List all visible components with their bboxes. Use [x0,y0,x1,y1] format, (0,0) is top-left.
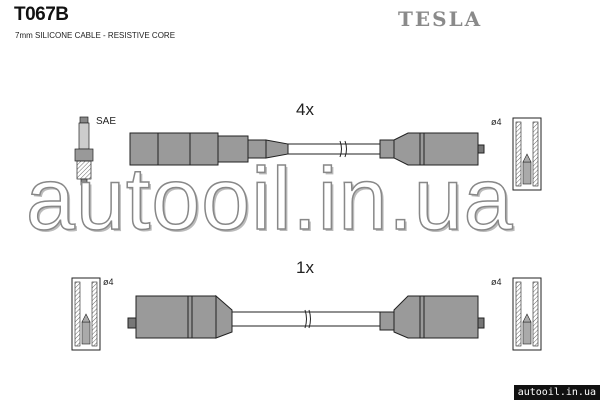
watermark: autooil.in.ua [25,148,514,249]
bottom-ignition-lead [127,294,485,339]
terminal-detail-icon [71,277,101,351]
plug-type-label: SAE [96,116,117,127]
part-number: T067B [14,4,69,25]
terminal-detail-icon [512,277,542,351]
top-quantity: 4x [296,100,314,119]
terminal-diameter-label: ø4 [103,277,114,287]
bottom-quantity: 1x [296,258,314,277]
part-description: 7mm SILICONE CABLE - RESISTIVE CORE [15,31,176,40]
terminal-diameter-label: ø4 [491,277,502,287]
spark-plug-icon [74,116,94,186]
terminal-diameter-label: ø4 [491,117,502,127]
top-ignition-lead [129,132,485,166]
brand-logo: TESLA [398,7,483,31]
terminal-detail-icon [512,117,542,191]
source-tag: autooil.in.ua [513,385,600,400]
